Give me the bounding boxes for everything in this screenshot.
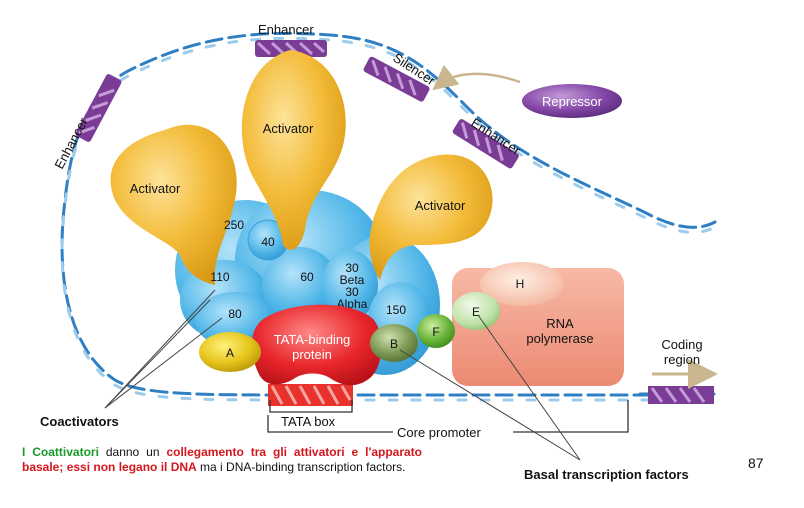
- factor-f-label: F: [432, 325, 439, 339]
- taf-110-label: 110: [210, 270, 229, 284]
- taf-40-label: 40: [261, 235, 275, 249]
- factor-e-label: E: [472, 305, 480, 319]
- tata-box-label: TATA box: [281, 414, 336, 429]
- repressor-arrow: [432, 64, 521, 91]
- basal-factors-label: Basal transcription factors: [524, 467, 689, 482]
- factor-f-shape: [417, 314, 455, 348]
- taf-30beta-label-1: 30: [345, 261, 359, 275]
- repressor-shape: [522, 84, 622, 118]
- coactivators-label: Coactivators: [40, 414, 119, 429]
- caption-text: I Coattivatori danno un collegamento tra…: [22, 445, 422, 475]
- caption-highlight: collegamento tra gli attivatori e l'appa…: [22, 445, 423, 474]
- factor-b-shape: [370, 324, 418, 362]
- factor-h-label: H: [516, 277, 525, 291]
- taf-30alpha-label-1: 30: [345, 285, 359, 299]
- caption-coactivators-term: I Coattivatori: [22, 445, 99, 459]
- core-promoter-bracket: [267, 400, 629, 433]
- silencer-segment: [363, 56, 430, 102]
- activator-right-shape: [369, 154, 493, 280]
- rna-polymerase-label-2: polymerase: [526, 331, 593, 346]
- taf-80-label: 80: [228, 307, 242, 321]
- factor-a-shape: [199, 332, 261, 372]
- tata-binding-protein-shape: [251, 304, 382, 386]
- enhancer-left-segment: [75, 74, 122, 142]
- coding-region-segment: [648, 386, 714, 404]
- enhancer-top-label: Enhancer: [258, 22, 314, 37]
- basal-factor-pointer-lines: [399, 314, 581, 461]
- activator-center-shape: [241, 50, 346, 250]
- factor-a-label: A: [226, 346, 234, 360]
- taf-250-label: 250: [224, 218, 244, 232]
- tata-box-bracket: [269, 400, 353, 413]
- tata-box-segment: [268, 384, 353, 406]
- taf-150-label: 150: [386, 303, 406, 317]
- caption-tail: ma i DNA-binding transcription factors.: [196, 460, 406, 474]
- activator-left-shape: [110, 124, 237, 286]
- page-number: 87: [748, 455, 764, 471]
- factor-b-label: B: [390, 337, 398, 351]
- coactivator-pointer-lines: [104, 289, 223, 409]
- coding-region-label-2: region: [664, 352, 700, 367]
- factor-h-shape: [480, 262, 564, 306]
- tata-binding-protein-label-2: protein: [292, 347, 332, 362]
- core-promoter-label: Core promoter: [397, 425, 481, 440]
- tata-binding-protein-label-1: TATA-binding: [274, 332, 351, 347]
- enhancer-top-segment: [255, 40, 327, 57]
- taf-30beta-label-2: Beta: [340, 273, 365, 287]
- activator-left-label: Activator: [130, 181, 181, 196]
- activator-right-label: Activator: [415, 198, 466, 213]
- caption-connector: danno un: [98, 445, 167, 459]
- repressor-label: Repressor: [542, 94, 603, 109]
- coding-region-label-1: Coding: [661, 337, 702, 352]
- factor-e-shape: [452, 292, 500, 330]
- rna-polymerase-label-1: RNA: [546, 316, 574, 331]
- taf-60-label: 60: [300, 270, 314, 284]
- enhancer-right-segment: [452, 119, 519, 169]
- activator-center-label: Activator: [263, 121, 314, 136]
